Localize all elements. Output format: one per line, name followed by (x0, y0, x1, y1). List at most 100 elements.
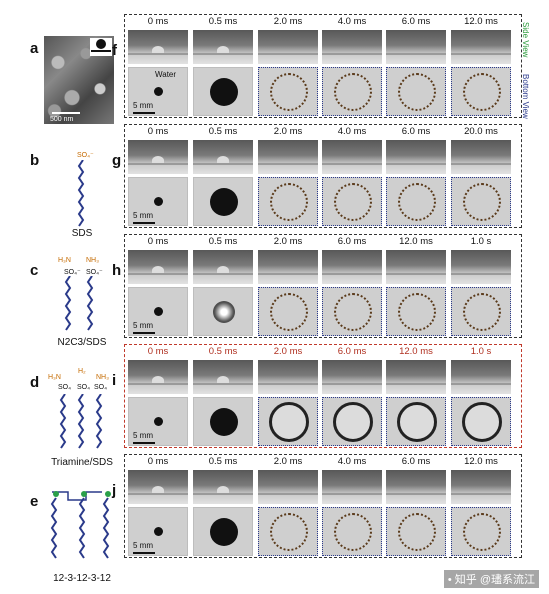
splash-rim (463, 73, 501, 111)
bottom-view-frame (193, 397, 253, 446)
gemini-chains (50, 491, 111, 559)
side-view-frame (322, 470, 382, 504)
bottom-view-frame (258, 287, 318, 336)
d-head-4: SO₄ (58, 384, 71, 391)
time-label: 2.0 ms (273, 236, 303, 247)
droplet (154, 527, 163, 536)
bottom-view-frame (193, 287, 253, 336)
time-label: 0 ms (147, 236, 169, 247)
side-view-frame (128, 360, 188, 394)
bottom-view-frame (386, 177, 446, 226)
time-label: 2.0 ms (273, 16, 303, 27)
droplet (152, 486, 164, 495)
time-label: 6.0 ms (337, 346, 367, 357)
side-view-frame (386, 360, 446, 394)
bottom-view-frame (128, 67, 188, 116)
c-head-1: H₃N (58, 257, 71, 264)
time-label: 6.0 ms (401, 126, 431, 137)
droplet-inset-icon (90, 38, 112, 56)
scalebar (133, 222, 155, 224)
droplet (217, 156, 229, 165)
splash-rim (270, 513, 308, 551)
panel-letter-j: j (112, 482, 117, 499)
side-view-frame (193, 360, 253, 394)
time-label: 6.0 ms (401, 456, 431, 467)
panel-letter-c: c (30, 262, 39, 279)
droplet (154, 307, 163, 316)
panel-letter-d: d (30, 374, 40, 391)
time-label: 1.0 s (470, 346, 492, 357)
bottom-view-frame (451, 177, 511, 226)
splash-rim (398, 73, 436, 111)
time-label: 0.5 ms (208, 346, 238, 357)
n2c3-chains (64, 276, 94, 331)
time-label: 20.0 ms (464, 126, 498, 137)
splash-rim (334, 513, 372, 551)
time-label: 6.0 ms (337, 236, 367, 247)
time-label: 0.5 ms (208, 236, 238, 247)
triamine-chains (59, 394, 103, 449)
time-label: 2.0 ms (273, 346, 303, 357)
bottom-view-label: Bottom View (521, 74, 530, 119)
scalebar-label: 5 mm (133, 431, 153, 440)
bottom-view-frame (322, 287, 382, 336)
bottom-view-frame (128, 177, 188, 226)
splash-rim (270, 293, 308, 331)
scalebar-label: 5 mm (133, 321, 153, 330)
molecule-name-d: Triamine/SDS (51, 457, 113, 468)
d-head-3: NH₃ (96, 374, 109, 381)
side-view-frame (258, 470, 318, 504)
time-label: 12.0 ms (464, 456, 498, 467)
d-head-2: H₂ (78, 368, 86, 375)
side-view-frame (386, 30, 446, 64)
time-label: 0 ms (147, 126, 169, 137)
bottom-view-frame (322, 397, 382, 446)
time-label: 4.0 ms (337, 456, 367, 467)
bottom-view-frame (258, 397, 318, 446)
panel-letter-h: h (112, 262, 122, 279)
bottom-view-frame (193, 507, 253, 556)
bottom-view-frame (386, 287, 446, 336)
side-view-frame (128, 30, 188, 64)
time-label: 2.0 ms (273, 126, 303, 137)
scalebar (133, 442, 155, 444)
bottom-view-frame (322, 67, 382, 116)
time-label: 0.5 ms (208, 126, 238, 137)
side-view-frame (386, 250, 446, 284)
bottom-view-frame (258, 177, 318, 226)
panel-letter-b: b (30, 152, 40, 169)
spreading-droplet (210, 78, 238, 106)
sem-scale-label: 500 nm (50, 116, 74, 123)
side-view-frame (322, 30, 382, 64)
time-label: 0.5 ms (208, 16, 238, 27)
splash-rim (333, 402, 373, 442)
bottom-view-frame (451, 287, 511, 336)
side-view-label: Side View (521, 22, 530, 58)
time-label: 6.0 ms (401, 16, 431, 27)
time-label: 1.0 s (470, 236, 492, 247)
time-label: 12.0 ms (399, 236, 433, 247)
side-view-frame (258, 30, 318, 64)
droplet (217, 46, 229, 55)
splash-rim (270, 183, 308, 221)
molecule-name-e: 12-3-12-3-12 (53, 573, 111, 584)
splash-rim (463, 183, 501, 221)
c-head-3: SO₄⁻ (64, 269, 81, 276)
panel-letter-a: a (30, 40, 39, 57)
scalebar (133, 552, 155, 554)
bottom-view-frame (128, 397, 188, 446)
side-view-frame (386, 470, 446, 504)
bottom-view-frame (128, 507, 188, 556)
side-view-frame (322, 360, 382, 394)
side-view-frame (451, 360, 511, 394)
bottom-view-frame (451, 397, 511, 446)
time-label: 0 ms (147, 346, 169, 357)
bottom-view-frame (386, 397, 446, 446)
time-label: 4.0 ms (337, 126, 367, 137)
sem-scalebar (52, 112, 80, 114)
droplet (152, 46, 164, 55)
side-view-frame (128, 250, 188, 284)
bottom-view-frame (258, 67, 318, 116)
